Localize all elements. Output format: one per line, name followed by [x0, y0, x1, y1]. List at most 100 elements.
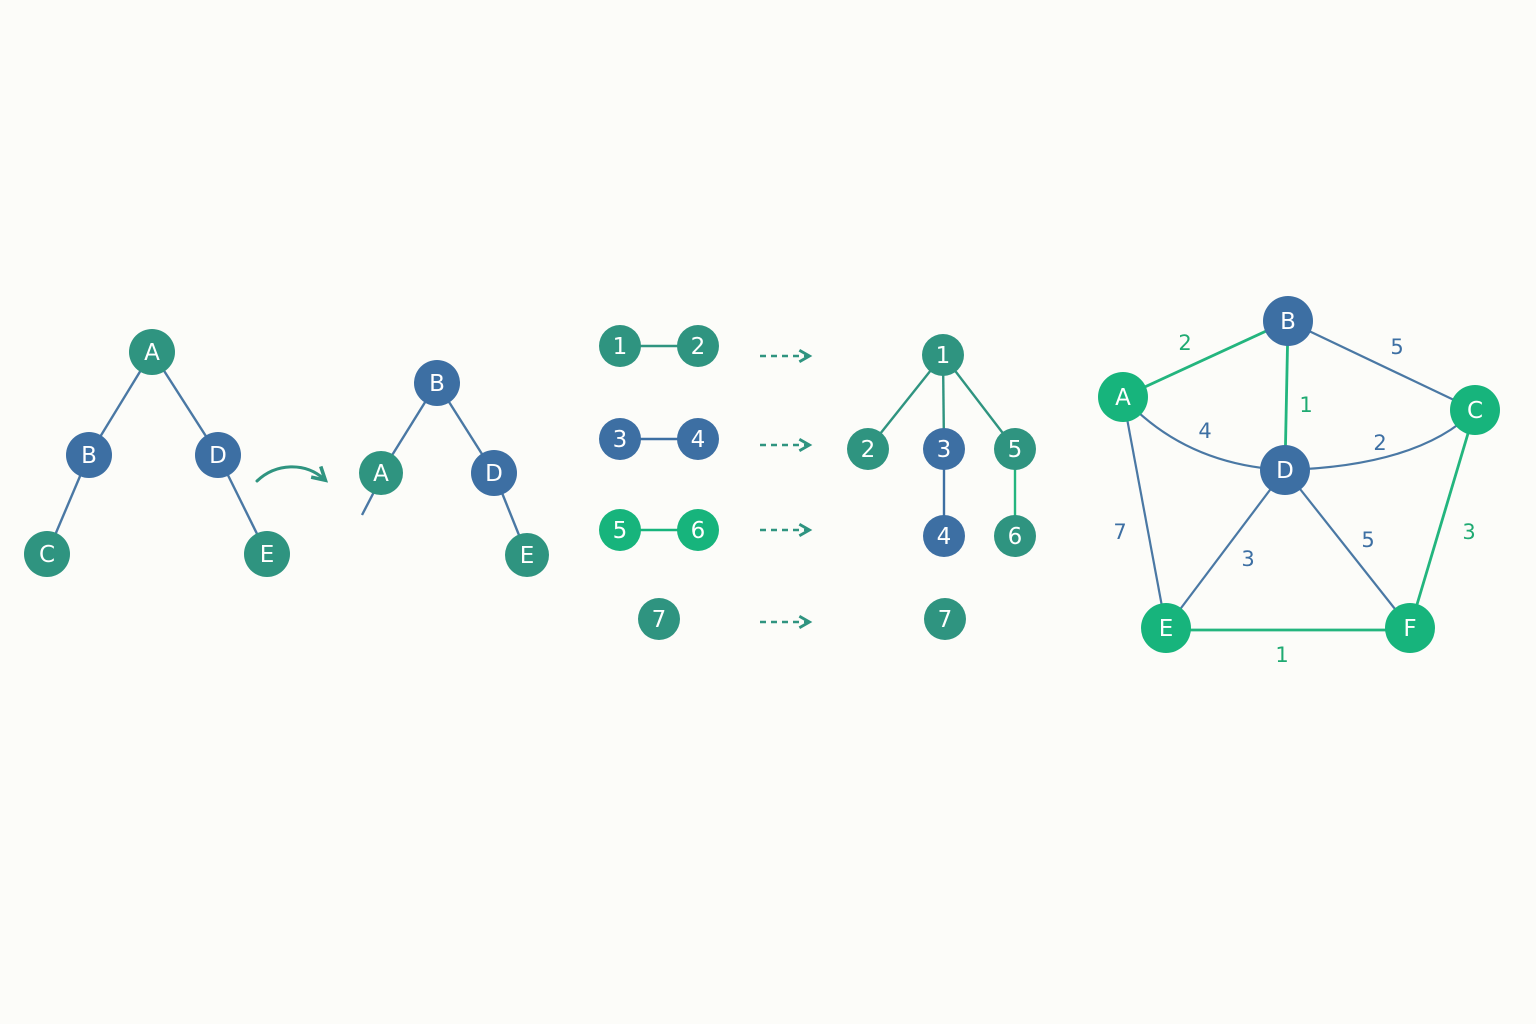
- node-circle: [1260, 445, 1310, 495]
- node-label: 7: [652, 607, 667, 633]
- graph-node-D: D: [1260, 445, 1310, 495]
- node-circle: [677, 418, 719, 460]
- graph-nodes: A B C D E F: [1098, 296, 1500, 653]
- node-circle: [677, 509, 719, 551]
- edge-D-E: [1165, 469, 1286, 629]
- weight-D-E: 3: [1241, 547, 1254, 571]
- tree-before: A B D C E: [24, 329, 290, 577]
- node-label: B: [1280, 309, 1296, 335]
- graph-node-C: C: [1450, 385, 1500, 435]
- node-circle: [471, 450, 517, 496]
- node-label: D: [485, 461, 503, 487]
- node-circle: [922, 334, 964, 376]
- node-circle: [505, 533, 549, 577]
- graph-node-A: A: [1098, 372, 1148, 422]
- node-circle: [638, 598, 680, 640]
- node-label: 7: [938, 607, 953, 633]
- tree-node-E: E: [244, 531, 290, 577]
- node-circle: [244, 531, 290, 577]
- graph-node-E: E: [1141, 603, 1191, 653]
- merged-tree: 1 2 3 5 4 6 7: [847, 334, 1036, 640]
- node-label: 4: [691, 427, 706, 453]
- node-circle: [1385, 603, 1435, 653]
- node-label: E: [260, 542, 275, 568]
- tree-node-A: A: [359, 451, 403, 495]
- node-label: 4: [937, 524, 952, 550]
- node-label: E: [520, 543, 535, 569]
- node-circle: [195, 432, 241, 478]
- node-label: 3: [937, 437, 952, 463]
- node-circle: [923, 515, 965, 557]
- node-circle: [994, 428, 1036, 470]
- edge-weights: 2 5 4 1 2 7 3 5 3 1: [1113, 331, 1475, 667]
- node-label: 6: [1008, 524, 1023, 550]
- weight-E-F: 1: [1275, 643, 1288, 667]
- node-circle: [1450, 385, 1500, 435]
- tree-node-A: A: [129, 329, 175, 375]
- edge-C-F: [1408, 409, 1477, 629]
- node-circle: [1263, 296, 1313, 346]
- node-label: 2: [861, 437, 876, 463]
- node-circle: [66, 432, 112, 478]
- node-circle: [414, 360, 460, 406]
- node-label: D: [209, 443, 227, 469]
- weight-D-F: 5: [1361, 528, 1374, 552]
- tree-node-D: D: [195, 432, 241, 478]
- node-circle: [599, 509, 641, 551]
- node-circle: [924, 598, 966, 640]
- node-label: A: [1115, 385, 1131, 411]
- union-find-panel: 1 2 3 4 5 6 7: [599, 325, 1036, 640]
- weight-B-D: 1: [1299, 393, 1312, 417]
- node-label: 2: [691, 334, 706, 360]
- node-label: B: [429, 371, 445, 397]
- node-circle: [1098, 372, 1148, 422]
- tree-node-D: D: [471, 450, 517, 496]
- node-circle: [994, 515, 1036, 557]
- graph-node-F: F: [1385, 603, 1435, 653]
- edge-A-B: [1122, 319, 1289, 399]
- weight-B-C: 5: [1390, 335, 1403, 359]
- tree-rotation-panel: A B D C E: [24, 329, 549, 577]
- graph-node-B: B: [1263, 296, 1313, 346]
- node-label: 6: [691, 518, 706, 544]
- node-circle: [847, 428, 889, 470]
- tree-node-B: B: [414, 360, 460, 406]
- edge-D-F: [1284, 469, 1411, 629]
- node-circle: [923, 428, 965, 470]
- rotation-arrow-icon: [255, 465, 329, 483]
- input-pairs: 1 2 3 4 5 6 7: [599, 325, 719, 640]
- node-circle: [599, 418, 641, 460]
- tree-node-B: B: [66, 432, 112, 478]
- node-circle: [599, 325, 641, 367]
- node-circle: [24, 531, 70, 577]
- tree-node-C: C: [24, 531, 70, 577]
- pair-5-6: 5 6: [599, 509, 719, 551]
- edge-B-C: [1287, 320, 1476, 411]
- merged-node-7: 7: [924, 598, 966, 640]
- node-label: D: [1276, 458, 1294, 484]
- tree-node-E: E: [505, 533, 549, 577]
- edge-A-E: [1121, 396, 1168, 629]
- single-7: 7: [638, 598, 680, 640]
- weight-D-C: 2: [1373, 431, 1386, 455]
- weight-C-F: 3: [1462, 520, 1475, 544]
- pair-3-4: 3 4: [599, 418, 719, 460]
- node-circle: [677, 325, 719, 367]
- merged-node-3: 3: [923, 428, 965, 470]
- weight-A-D: 4: [1198, 419, 1211, 443]
- node-label: C: [1467, 398, 1483, 424]
- node-label: C: [39, 542, 55, 568]
- node-circle: [359, 451, 403, 495]
- node-label: E: [1159, 616, 1174, 642]
- merged-node-1: 1: [922, 334, 964, 376]
- merged-node-5: 5: [994, 428, 1036, 470]
- tree-after: B A D E: [359, 360, 549, 577]
- merged-node-4: 4: [923, 515, 965, 557]
- node-label: A: [373, 461, 389, 487]
- node-label: 1: [936, 343, 951, 369]
- pair-1-2: 1 2: [599, 325, 719, 367]
- weight-A-B: 2: [1178, 331, 1191, 355]
- weighted-graph-panel: 2 5 4 1 2 7 3 5 3 1 A B C: [1098, 296, 1500, 667]
- dashed-arrows: [760, 348, 813, 630]
